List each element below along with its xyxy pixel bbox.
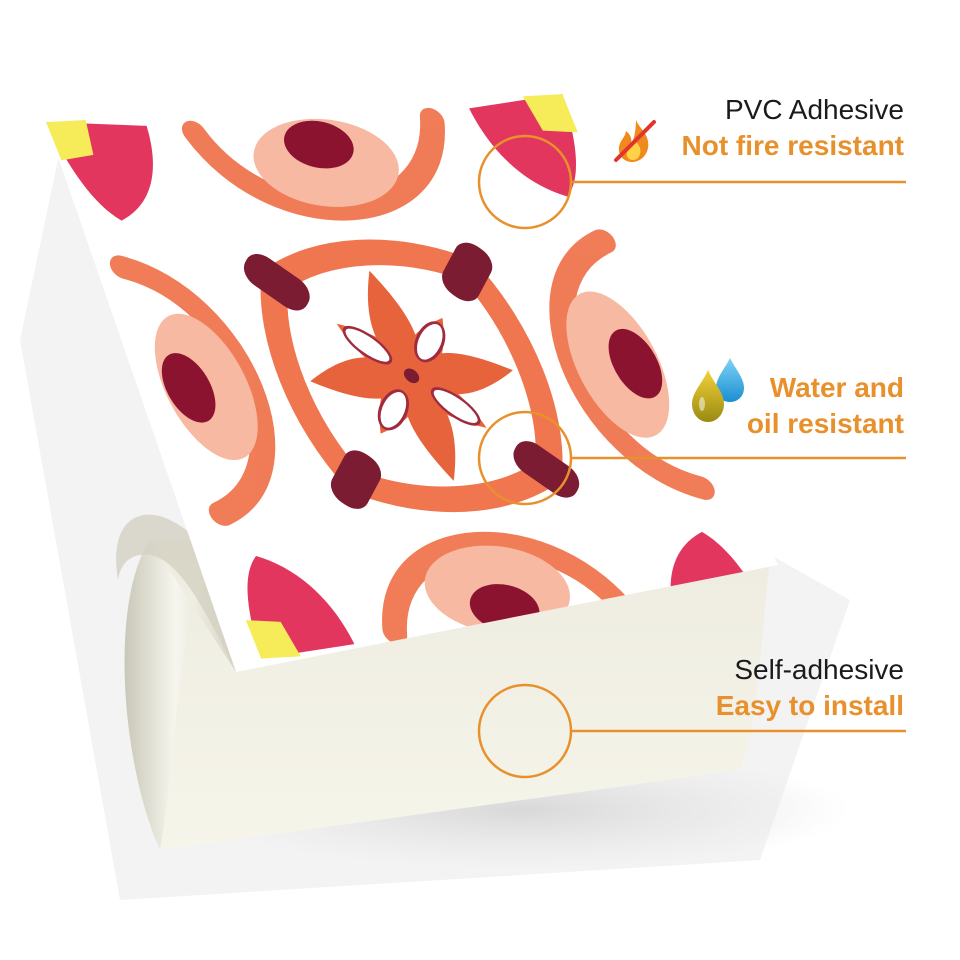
callout-marker-self-adhesive xyxy=(477,683,906,779)
petal-motif xyxy=(154,313,258,461)
petal-motif xyxy=(253,118,399,207)
callout-pvc-feature: Not fire resistant xyxy=(681,130,905,161)
petal-motif xyxy=(424,545,570,634)
corner-flower xyxy=(245,556,355,659)
no-fire-icon xyxy=(614,120,656,162)
callout-marker-pvc xyxy=(477,134,906,230)
callout-marker-water xyxy=(477,410,906,506)
central-star xyxy=(310,270,513,481)
corner-flower xyxy=(469,94,578,197)
callout-pvc: PVC Adhesive Not fire resistant xyxy=(682,92,905,164)
callout-pvc-title: PVC Adhesive xyxy=(725,94,904,125)
water-oil-drops-icon xyxy=(692,358,744,422)
corner-flower xyxy=(46,119,153,221)
callout-self-adhesive-feature: Easy to install xyxy=(715,690,904,721)
callout-water-feature-line2: oil resistant xyxy=(746,408,904,439)
callout-self-adhesive: Self-adhesive Easy to install xyxy=(716,652,904,724)
decorative-tile xyxy=(46,94,778,672)
petal-motif xyxy=(566,291,670,438)
callout-self-adhesive-title: Self-adhesive xyxy=(734,654,904,685)
callout-water: Water and oil resistant xyxy=(704,370,904,442)
callout-water-feature-line1: Water and xyxy=(769,372,904,403)
